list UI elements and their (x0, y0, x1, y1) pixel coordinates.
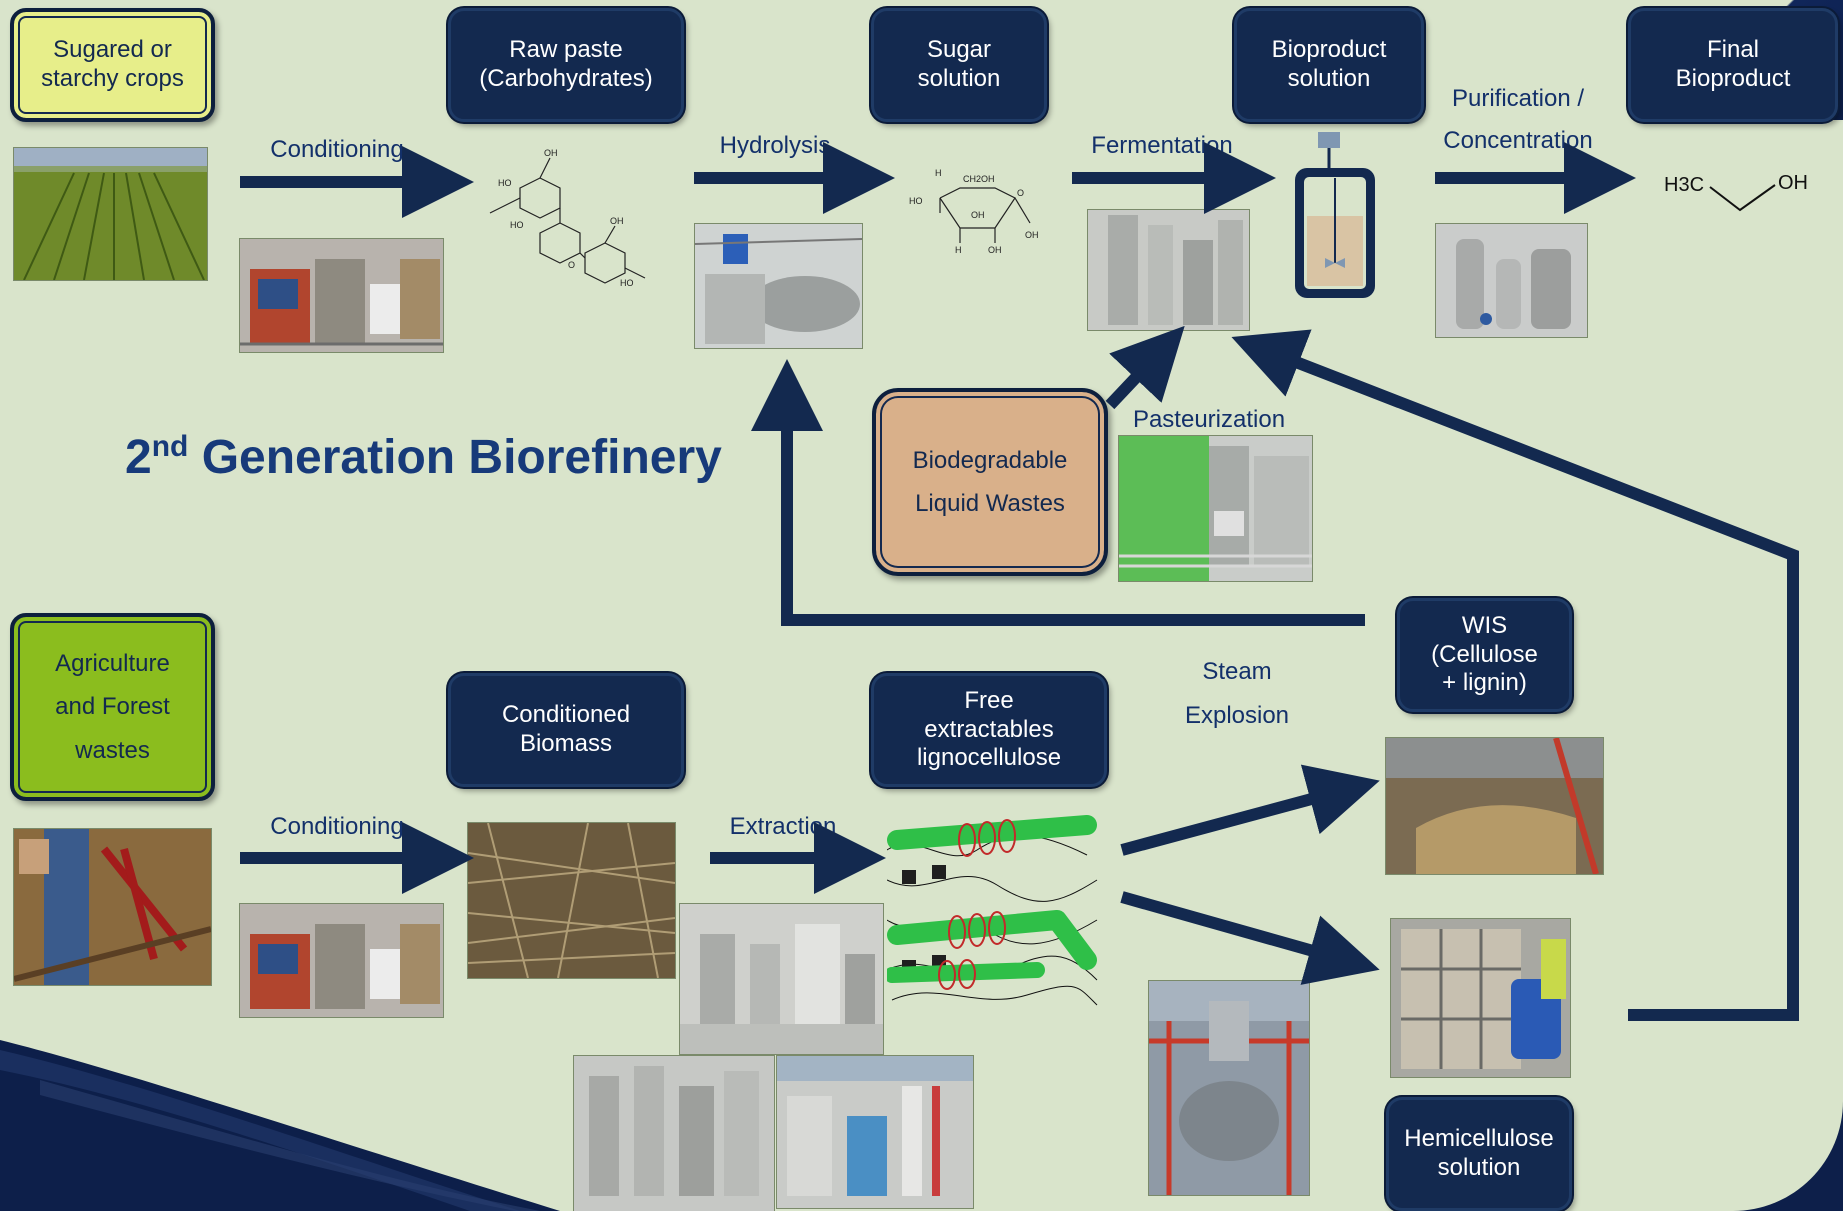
photo-forest-wastes (13, 828, 212, 986)
starch-label-ho-2: HO (510, 220, 524, 230)
box-sugar-solution: Sugar solution (871, 8, 1047, 122)
box-hemicellulose-solution: Hemicellulose solution (1386, 1097, 1572, 1211)
label-conditioning-top: Conditioning (270, 136, 404, 163)
arrow-steam-to-wis (1120, 764, 1380, 856)
lignocellulose-structure-diagram (887, 815, 1098, 1006)
photo-extraction-equipment-b (776, 1055, 974, 1209)
starch-label-o: O (568, 260, 575, 270)
sugar-label-h-1: H (935, 168, 942, 178)
label-conditioning-bottom: Conditioning (270, 813, 404, 840)
box-biodegradable-liquid-wastes: Biodegradable Liquid Wastes (872, 388, 1108, 576)
label-pasteurization: Pasteurization (1132, 406, 1286, 433)
starch-label-oh-1: OH (544, 148, 558, 158)
sugar-label-h-2: H (955, 245, 962, 255)
sugar-label-oh-1: OH (971, 210, 985, 220)
label-steam-explosion: Steam Explosion (1184, 658, 1290, 730)
photo-wis-solids (1385, 737, 1604, 875)
photo-extraction-equipment-a (573, 1055, 775, 1211)
ethanol-label-h3c: H3C (1664, 174, 1704, 196)
photo-conditioning-plant-top (239, 238, 444, 353)
box-wis: WIS (Cellulose + lignin) (1397, 598, 1572, 712)
diagram-title: 2nd Generation Biorefinery (125, 430, 722, 485)
arrow-hemicellulose-to-fermentation (1231, 329, 1799, 1021)
sugar-molecule-diagram: CH2OH O HO H OH H OH OH (909, 168, 1039, 255)
title-suffix: nd (151, 430, 189, 463)
sugar-label-ch2oh: CH2OH (963, 174, 995, 184)
sugar-label-ho: HO (909, 196, 923, 206)
sugar-label-oh-3: OH (1025, 230, 1039, 240)
corner-decoration-bottom-left (0, 1040, 560, 1211)
box-free-extractables: Free extractables lignocellulose (871, 673, 1107, 787)
photo-pasteurization-plant (1118, 435, 1313, 582)
box-bioproduct-solution: Bioproduct solution (1234, 8, 1424, 122)
box-conditioned-biomass: Conditioned Biomass (448, 673, 684, 787)
arrow-wis-to-hydrolysis (751, 359, 1365, 626)
starch-molecule-diagram: OH HO HO OH O HO (489, 148, 646, 288)
photo-extraction-plant (679, 903, 884, 1055)
starch-label-oh-2: OH (610, 216, 624, 226)
box-final-bioproduct: Final Bioproduct (1628, 8, 1838, 122)
photo-fermentation-plant (1087, 209, 1250, 331)
photo-conditioning-plant-bottom (239, 903, 444, 1018)
photo-purification-plant (1435, 223, 1588, 338)
photo-steam-explosion-reactor (1148, 980, 1310, 1196)
arrow-steam-to-hemicellulose (1120, 891, 1380, 985)
box-sugared-crops: Sugared or starchy crops (10, 8, 215, 122)
fermenter-vessel-icon (1295, 132, 1375, 298)
sugar-label-oh-2: OH (988, 245, 1002, 255)
photo-hydrolysis-reactor (694, 223, 863, 349)
arrow-pasteurization (1105, 325, 1185, 410)
photo-hemicellulose-tank (1390, 918, 1571, 1078)
photo-conditioned-biomass (467, 822, 676, 979)
title-ordinal: 2 (125, 431, 152, 484)
sugar-label-o: O (1017, 188, 1024, 198)
ethanol-molecule-diagram: H3C OH (1664, 172, 1808, 212)
starch-label-ho-3: HO (620, 278, 634, 288)
starch-label-ho-1: HO (498, 178, 512, 188)
box-raw-paste: Raw paste (Carbohydrates) (448, 8, 684, 122)
ethanol-label-oh: OH (1778, 172, 1808, 194)
box-agriculture-forest-wastes: Agriculture and Forest wastes (10, 613, 215, 801)
title-text: Generation Biorefinery (201, 431, 722, 484)
label-hydrolysis: Hydrolysis (719, 132, 831, 159)
photo-corn-field (13, 147, 208, 281)
